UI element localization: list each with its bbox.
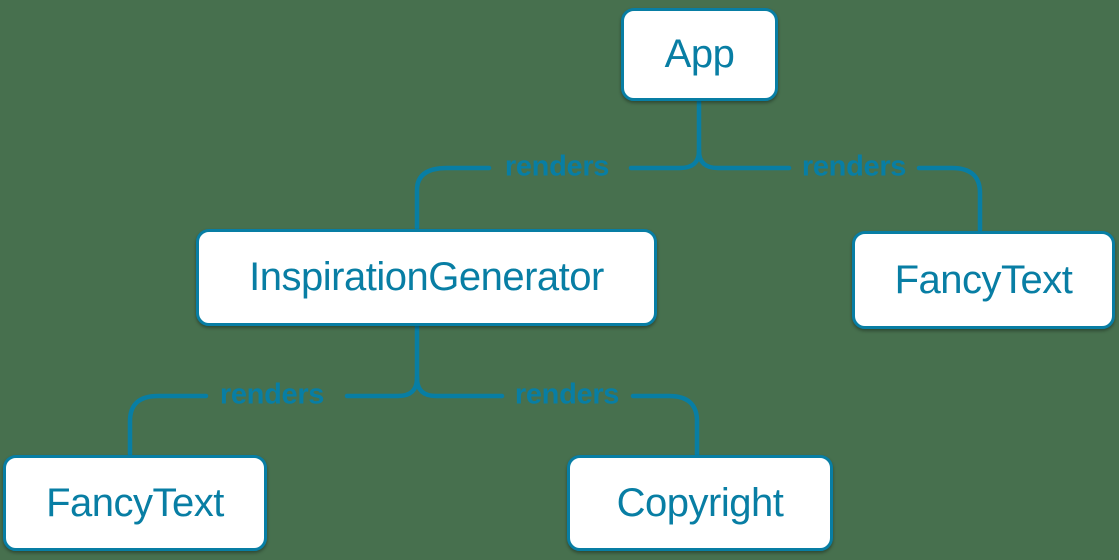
node-label: FancyText xyxy=(46,480,224,525)
edge-label-inspiration-copyright: renders xyxy=(514,378,620,411)
edge-app-to-fancytext-inner xyxy=(696,148,792,171)
node-inspiration-generator: InspirationGenerator xyxy=(196,229,657,326)
edge-label-app-fancytext: renders xyxy=(801,150,907,183)
node-fancy-text-top: FancyText xyxy=(852,231,1115,329)
node-app: App xyxy=(621,8,778,101)
node-fancy-text-bottom: FancyText xyxy=(3,455,267,551)
edge-inspiration-to-fancytext-outer xyxy=(127,393,209,457)
node-label: App xyxy=(664,32,735,76)
edge-app-to-fancytext-outer xyxy=(916,165,983,233)
edge-app-to-inspiration-inner xyxy=(628,148,702,171)
edge-label-inspiration-fancytext: renders xyxy=(219,378,325,411)
edge-inspiration-to-copyright-outer xyxy=(630,393,700,457)
node-label: Copyright xyxy=(616,480,784,525)
node-copyright: Copyright xyxy=(567,455,833,551)
node-label: InspirationGenerator xyxy=(249,255,604,299)
edge-app-to-inspiration-outer xyxy=(414,165,492,231)
edge-inspiration-to-copyright-inner xyxy=(414,375,505,399)
edge-label-app-inspiration: renders xyxy=(504,150,610,183)
edge-inspiration-to-fancytext-inner xyxy=(344,375,420,399)
node-label: FancyText xyxy=(894,257,1073,302)
